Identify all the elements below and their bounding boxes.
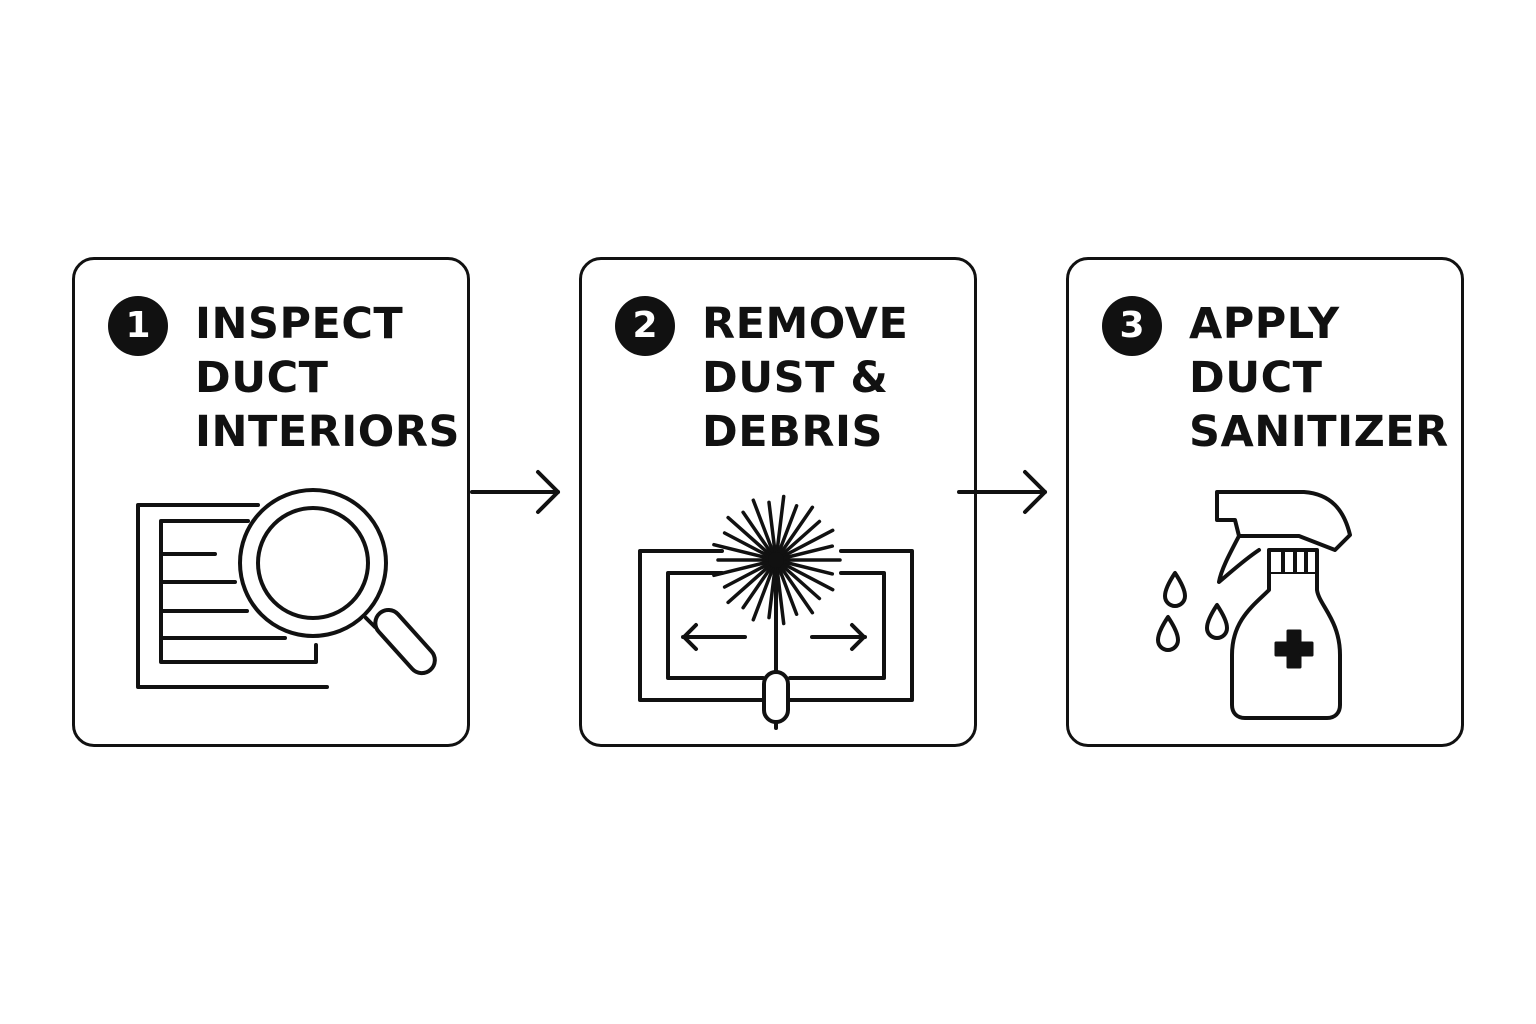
step-title-line: DUCT — [195, 353, 329, 403]
step-title: REMOVE DUST & DEBRIS — [702, 297, 972, 459]
brush-bristle — [722, 558, 778, 589]
arrow-right-icon — [470, 470, 560, 514]
step-card-2: 2 REMOVE DUST & DEBRIS — [579, 257, 977, 747]
brush-bristle — [774, 558, 815, 615]
brush-bristle — [774, 558, 786, 626]
step-title-line: DUCT — [1189, 353, 1323, 403]
step-number-badge: 2 — [615, 296, 675, 356]
brush-bristle — [774, 558, 822, 601]
brush-bristle — [722, 531, 778, 562]
brush-bristle — [751, 558, 778, 622]
step-title-line: SANITIZER — [1189, 407, 1449, 457]
brush-bristle — [741, 510, 778, 562]
step-number-badge: 3 — [1102, 296, 1162, 356]
step-card-3: 3 APPLY DUCT SANITIZER — [1066, 257, 1464, 747]
brush-bristle — [712, 558, 778, 578]
brush-bristle — [726, 558, 778, 605]
brush-bristle — [726, 515, 778, 562]
brush-bristle — [774, 504, 799, 562]
brush-bristle — [774, 558, 835, 576]
brush-bristle — [774, 494, 786, 562]
brush-bristle — [712, 542, 778, 562]
arrow-right-icon — [957, 470, 1047, 514]
brush-bristle — [774, 544, 835, 562]
step-title-line: DEBRIS — [702, 407, 883, 457]
brush-bristle — [751, 498, 778, 562]
brush-bristle — [767, 558, 778, 620]
brush-bristle — [774, 558, 799, 616]
brush-bristle — [774, 505, 815, 562]
brush-bristle — [767, 500, 778, 562]
brush-bristle — [774, 519, 822, 562]
step-card-1: 1 INSPECT DUCT INTERIORS — [72, 257, 470, 747]
step-title-line: INTERIORS — [195, 407, 460, 457]
brush-bristle — [741, 558, 778, 610]
step-title-line: APPLY — [1189, 299, 1340, 349]
step-title-line: DUST & — [702, 353, 889, 403]
step-title: APPLY DUCT SANITIZER — [1189, 297, 1459, 459]
brush-bristle — [774, 558, 835, 592]
step-title-line: REMOVE — [702, 299, 909, 349]
step-number-badge: 1 — [108, 296, 168, 356]
step-title-line: INSPECT — [195, 299, 404, 349]
step-title: INSPECT DUCT INTERIORS — [195, 297, 465, 459]
brush-bristle — [774, 528, 835, 562]
